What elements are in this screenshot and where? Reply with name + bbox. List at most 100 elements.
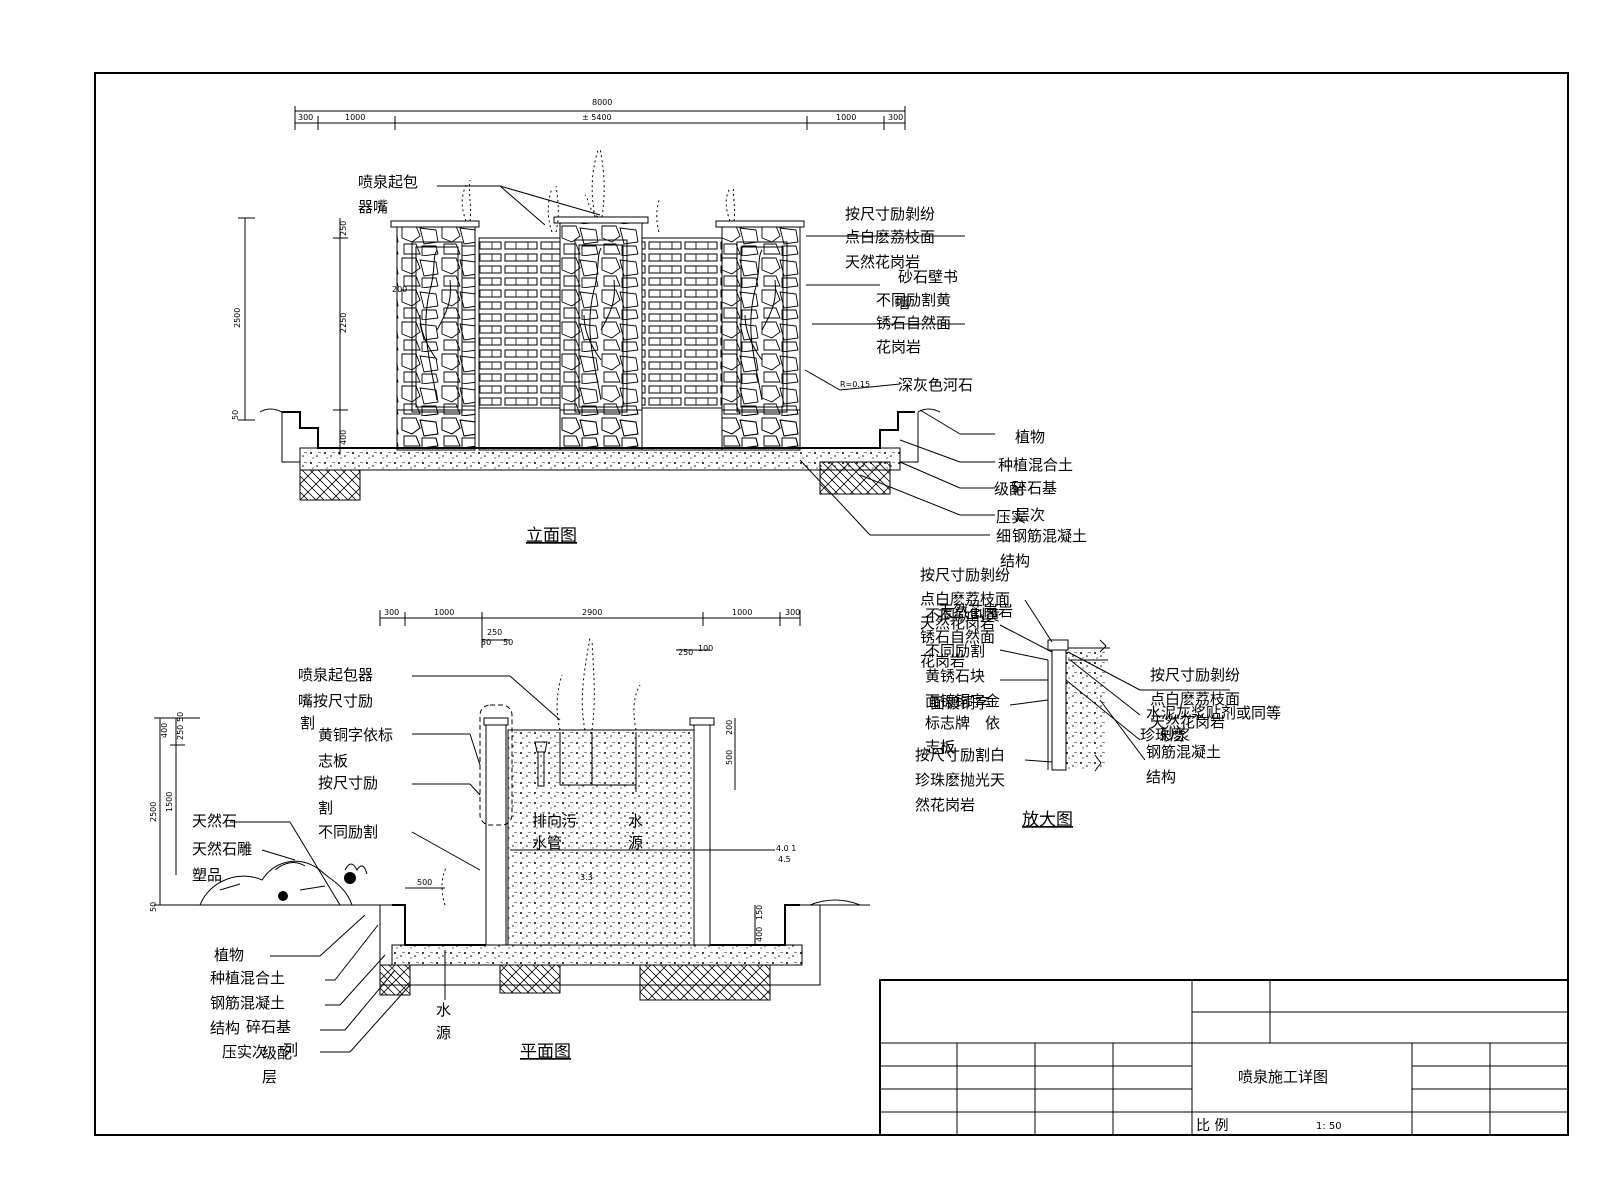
- dim-p-500: 500: [725, 750, 734, 765]
- label-p-l14: 钢筋混凝土: [210, 994, 285, 1012]
- label-p-src-b2: 源: [436, 1024, 451, 1042]
- detail-view: 按尺寸励剝纷 点白麽荔枝面 天然花岗岩 不同励割黄 锈石自然面 花岗岩 不同励割…: [915, 566, 1281, 830]
- label-p-src-2: 源: [628, 834, 643, 852]
- title-block-drawing-name: 喷泉施工详图: [1238, 1068, 1328, 1086]
- label-e-r5: 种植混合土: [998, 456, 1073, 474]
- label-p-l5: 志板: [318, 752, 348, 770]
- detail-overlay-1: 面镀铜字: [930, 694, 990, 712]
- label-p-l9: 天然石: [192, 812, 237, 830]
- detail-right-3: 水泥灰浆贴剂或同等: [1146, 704, 1281, 722]
- title-detail: 放大图: [1022, 810, 1073, 830]
- detail-left-3: 不同励割黄: [925, 606, 1000, 624]
- label-e-r8: 钢筋混凝土: [1012, 527, 1087, 545]
- label-p-l8: 不同励割: [318, 823, 378, 841]
- dim-e-250: 250: [339, 221, 348, 236]
- detail-overlay-3: 金: [985, 692, 1000, 710]
- label-e-r1-1: 按尺寸励剝纷: [845, 205, 935, 223]
- title-block: 喷泉施工详图 比 例 1: 50: [879, 979, 1569, 1136]
- label-p-l15: 结构: [210, 1019, 240, 1037]
- label-e-mark: R=0.15: [840, 380, 870, 389]
- detail-right-4: 钢筋混凝土: [1146, 743, 1221, 761]
- dim-p-2500: 2500: [149, 802, 158, 822]
- plan-section-body: 4.0 1 4.5 3.3: [190, 637, 870, 1001]
- label-e-r2-3: 锈石自然面: [876, 314, 951, 332]
- elevation-leaders: [437, 185, 995, 536]
- label-p-drain-1: 排向污: [532, 812, 577, 830]
- label-p-l17: 压实次: [222, 1043, 267, 1061]
- dim-p-300a: 300: [384, 608, 399, 617]
- mark-p-1: 4.0 1: [776, 844, 796, 853]
- dim-e-400: 400: [339, 430, 348, 445]
- dim-p-250b: 250: [678, 648, 693, 657]
- title-block-scale-value: 1: 50: [1316, 1121, 1342, 1132]
- detail-left-8: 面镀铜字: [925, 692, 985, 710]
- label-p-l19: 级配: [262, 1044, 292, 1062]
- elevation-view: 300 1000 8000 ± 5400 1000 300 2500 250 2…: [231, 98, 1087, 570]
- label-e-r2-5: 墙: [895, 294, 910, 312]
- dim-p-50b: 50: [503, 638, 513, 647]
- label-e-r7: 压实: [996, 508, 1026, 526]
- label-p-l6: 按尺寸励: [318, 774, 378, 792]
- dim-p-2900: 2900: [582, 608, 602, 617]
- detail-overlay-2: 板: [940, 738, 955, 756]
- detail-overlay-5: 志板: [925, 738, 955, 756]
- dim-p-500b: 500: [417, 878, 432, 887]
- dim-e-300a: 300: [298, 113, 313, 122]
- elevation-pillar-left: [390, 220, 480, 451]
- dim-e-1000b: 1000: [836, 113, 856, 122]
- detail-left-7: 黄锈石块: [925, 667, 985, 685]
- dim-e-2500: 2500: [233, 308, 242, 328]
- label-p-l16: 碎石基: [246, 1018, 291, 1036]
- detail-overlay-0: 天然花岗岩: [938, 602, 1013, 620]
- label-p-l11: 塑品: [192, 866, 222, 884]
- dim-p-150: 150: [755, 905, 764, 920]
- dim-e-5400: ± 5400: [582, 113, 612, 122]
- title-block-scale-label: 比 例: [1196, 1118, 1228, 1134]
- label-e-nozzle-2: 器嘴: [358, 198, 388, 216]
- dim-e-50: 50: [231, 410, 240, 420]
- mark-p-3: 3.3: [580, 873, 593, 882]
- label-p-src-1: 水: [628, 812, 643, 830]
- dim-p-250: 250: [487, 628, 502, 637]
- label-e-r1-2: 点白麽荔枝面: [845, 228, 935, 246]
- dim-p-50b: 50: [149, 902, 158, 912]
- label-e-nozzle-1: 喷泉起包: [358, 173, 418, 191]
- dim-p-250l: 250: [176, 725, 185, 740]
- plan-left-dimensions: 400 250 50 2500 1500 50: [149, 712, 200, 912]
- plan-right-dimensions: 200 500 150 400 500: [405, 718, 764, 945]
- label-e-r2-4: 花岗岩: [876, 338, 921, 356]
- label-p-src-b1: 水: [436, 1001, 451, 1019]
- detail-right-2: 天然花岗岩: [1150, 713, 1225, 731]
- elevation-fountain-sprays: [461, 147, 736, 233]
- dim-e-1000a: 1000: [345, 113, 365, 122]
- label-e-r8c: 细: [996, 527, 1011, 545]
- label-e-r7b: 层次: [1015, 506, 1045, 524]
- detail-right-5: 结构: [1146, 768, 1176, 786]
- label-e-r6: 碎石基: [1012, 479, 1057, 497]
- label-e-r2-2: 不同励割黄: [876, 291, 951, 309]
- detail-right-overlay-0: 珍珠麽: [1140, 726, 1185, 744]
- label-p-l7: 割: [318, 799, 333, 817]
- dim-p-300b: 300: [785, 608, 800, 617]
- plan-leaders: [230, 675, 561, 1053]
- detail-overlay-4: 依: [985, 714, 1000, 732]
- dim-e-8000: 8000: [592, 98, 612, 107]
- dim-p-200: 200: [725, 720, 734, 735]
- detail-right-overlay-1: 砂浆: [1160, 726, 1190, 744]
- dim-e-300b: 300: [888, 113, 903, 122]
- sheet-border: [94, 72, 1569, 1136]
- elevation-left-dimensions: 2500 250 2250 50 400 200: [231, 217, 407, 455]
- label-p-l12: 植物: [214, 946, 244, 964]
- label-p-l1: 喷泉起包器: [298, 666, 373, 684]
- detail-left-5: 花岗岩: [920, 652, 965, 670]
- label-p-l3: 割: [300, 714, 315, 732]
- detail-left-4: 锈石自然面: [920, 628, 995, 646]
- detail-left-6: 不同励割: [925, 642, 985, 660]
- detail-leaders: [999, 599, 1230, 763]
- title-plan: 平面图: [520, 1042, 571, 1062]
- detail-left-9: 标志牌: [925, 714, 970, 732]
- label-p-drain-2: 水管: [532, 834, 562, 852]
- detail-left-10: 按尺寸励割白: [915, 746, 1005, 764]
